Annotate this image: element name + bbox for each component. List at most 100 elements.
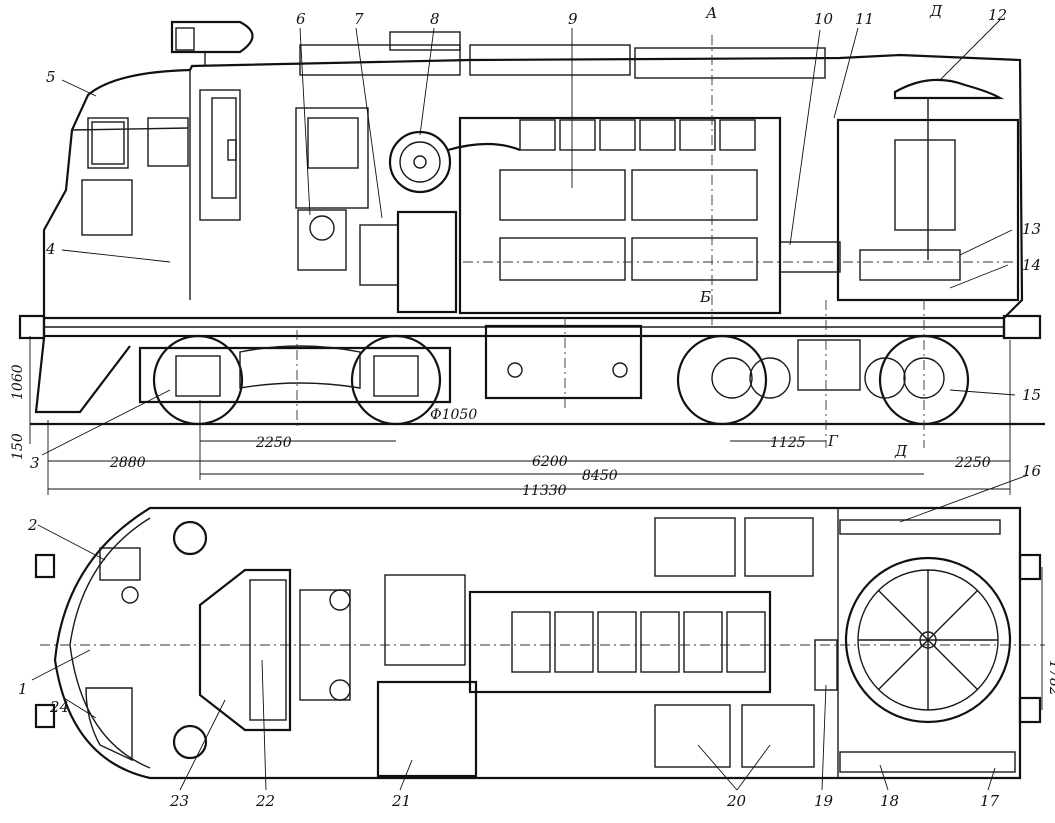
engine-plan [468,590,772,694]
leader-21 [399,759,413,791]
front-bogie-wheel-1 [152,334,244,426]
dim-axle-spacing-label: 1125 [770,435,806,451]
leader-1 [31,649,91,681]
leader-22 [261,659,267,791]
cab-window-front-inner [91,121,125,165]
fan-spoke-4 [877,589,979,691]
dim-inner-axles-label: 8450 [582,468,618,484]
dim-height-150: 150 [10,433,26,460]
battery-box-1 [654,704,731,768]
plan-cab-curve [69,517,151,769]
dim-bogie-base-label: 2250 [255,435,292,451]
engine-panel-4 [631,237,758,281]
engine-panel-1 [499,169,626,221]
leader-5 [61,79,97,97]
turbo-duct [447,142,521,152]
roof-hatch-front [299,44,461,76]
callout-16: 16 [1022,462,1042,480]
callout-11: 11 [855,10,874,28]
leader-4 [61,249,171,263]
front-buffer [18,314,46,340]
fuel-tank [484,324,643,400]
turbocharger-plan [384,574,466,666]
cylinder-head-1 [519,119,556,151]
axle-box-1 [175,355,221,397]
rear-gear-2 [749,357,791,399]
callout-8: 8 [430,10,440,28]
section-mark-b: Б [699,288,711,306]
cab-lower-panel [81,179,133,236]
leader-23 [179,699,226,791]
leader-10 [789,29,821,246]
aux-pulley-1 [329,589,351,611]
callout-24: 24 [49,698,69,716]
front-pilot [34,337,131,414]
cylinder-head-5 [679,119,716,151]
callout-13: 13 [1022,220,1041,238]
leader-12 [939,19,1001,81]
dim-bogie-centers-label: 6200 [532,454,568,470]
cylinder-head-2 [559,119,596,151]
callout-1: 1 [18,680,28,698]
callout-10: 10 [814,10,834,28]
fuel-tank-plug-1 [507,362,523,378]
aux-pulley-2 [329,679,351,701]
radiator-strip-top [839,519,1001,535]
cylinder-head-4 [639,119,676,151]
turbocharger [388,130,452,194]
reduction-gearbox [797,339,861,391]
dimension-labels: 1060 150 Ф1050 2250 2880 6200 8450 11330… [10,364,1055,695]
door-handle [227,139,237,161]
callout-19: 19 [814,792,834,810]
fuel-tank-plug-2 [612,362,628,378]
turbocharger-inner [399,141,441,183]
callout-20: 20 [726,792,747,810]
roof-hatch-rear [634,47,826,79]
coupling-housing [779,241,841,273]
leader-3 [41,389,171,456]
dim-overall-length-label: 11330 [522,483,567,499]
leader-16 [899,474,1029,523]
engine-panel-2 [631,169,758,221]
cab-window-side [147,117,189,167]
fuel-tank-plan [376,680,478,778]
body-outline [42,53,1024,319]
console-panel [85,687,133,762]
engine-cylinder-4 [640,611,680,673]
control-desk [99,547,141,581]
dim-wheel-diameter: Ф1050 [430,407,477,423]
rear-gear-3 [864,357,906,399]
callout-labels: 5 6 7 8 9 10 11 12 13 14 15 4 3 16 2 1 2… [18,6,1042,810]
callout-21: 21 [391,792,411,810]
dim-width-1782: 1782 [1046,660,1055,696]
leader-14 [949,264,1009,289]
leader-6 [299,27,311,216]
leader-15 [949,389,1016,396]
fan-housing [893,78,1004,100]
leader-13 [959,229,1013,256]
cooling-fan [844,556,1012,724]
rear-coupling [814,639,838,691]
callout-4: 4 [45,240,56,258]
rear-gearbox [859,249,961,281]
headlight-lens [175,27,195,51]
callout-6: 6 [296,10,306,28]
callout-3: 3 [30,454,40,472]
exhaust-stack [389,31,461,51]
callout-2: 2 [27,516,38,534]
leader-7 [355,27,383,219]
seat-left [172,520,208,556]
rear-gear-4 [903,357,945,399]
plan-rear-buffer-1 [1018,553,1042,581]
callout-9: 9 [568,10,578,28]
side-elevation-view [18,19,1045,495]
cab-window-line [71,127,189,131]
callout-7: 7 [354,10,364,28]
engine-cylinder-5 [683,611,723,673]
generator-exciter-plan [249,579,287,721]
rear-gear-1 [711,357,753,399]
diesel-engine-block [458,116,782,315]
leader-24 [63,697,97,719]
callout-17: 17 [980,792,1000,810]
